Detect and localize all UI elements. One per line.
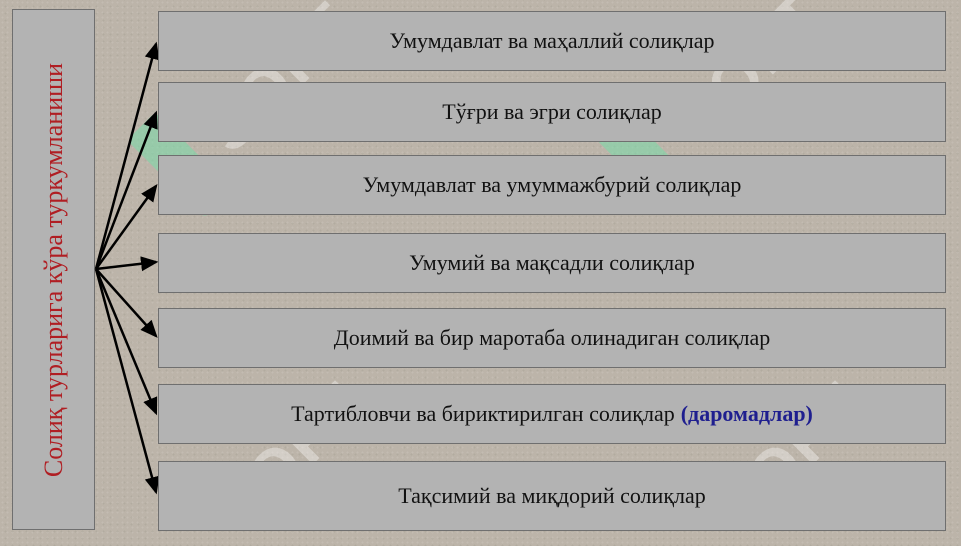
tax-category-box-5: Доимий ва бир маротаба олинадиган солиқл… <box>158 308 946 368</box>
tax-category-box-3: Умумдавлат ва умуммажбурий солиқлар <box>158 155 946 215</box>
arrow-1 <box>94 41 160 270</box>
tax-category-accent: (даромадлар) <box>680 401 813 426</box>
tax-category-label: Тартибловчи ва бириктирилган солиқлар <box>291 401 675 426</box>
tax-category-box-4: Умумий ва мақсадли солиқлар <box>158 233 946 293</box>
tax-category-box-7: Тақсимий ва миқдорий солиқлар <box>158 461 946 531</box>
tax-category-label: Умумий ва мақсадли солиқлар <box>409 250 695 275</box>
arrow-7 <box>94 268 160 495</box>
arrow-3 <box>94 183 158 270</box>
tax-category-box-1: Умумдавлат ва маҳаллий солиқлар <box>158 11 946 71</box>
tax-category-box-6: Тартибловчи ва бириктирилган солиқлар (д… <box>158 384 946 444</box>
tax-category-label: Доимий ва бир маротаба олинадиган солиқл… <box>333 325 771 350</box>
tax-category-label: Тақсимий ва миқдорий солиқлар <box>398 483 706 508</box>
tax-category-label: Умумдавлат ва умуммажбурий солиқлар <box>362 172 742 197</box>
arrow-2 <box>94 110 158 270</box>
classification-panel: Солиқ турларига кўра туркумланиши <box>12 9 95 530</box>
tax-category-label: Тўғри ва эгри солиқлар <box>442 99 662 124</box>
arrow-5 <box>95 268 158 338</box>
tax-category-label: Умумдавлат ва маҳаллий солиқлар <box>389 28 715 53</box>
arrow-6 <box>94 268 158 416</box>
arrow-4 <box>95 256 159 272</box>
tax-category-box-2: Тўғри ва эгри солиқлар <box>158 82 946 142</box>
